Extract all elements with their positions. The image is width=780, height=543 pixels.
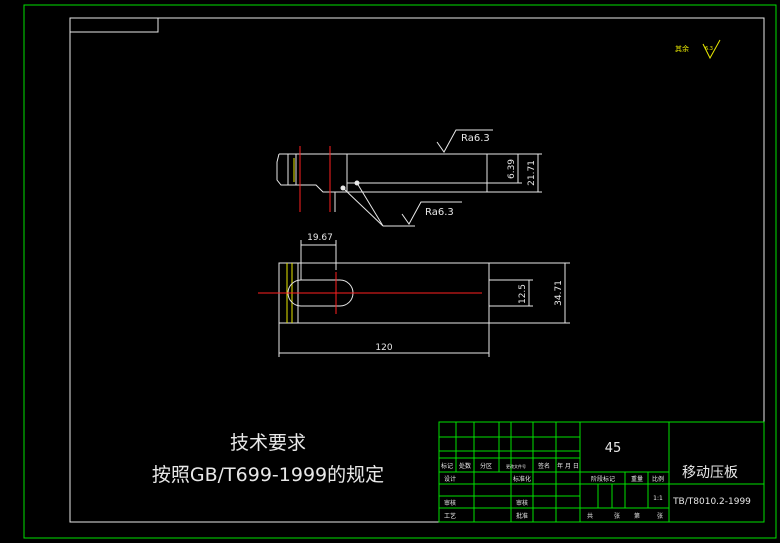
row-label-process: 工艺 [444, 512, 456, 520]
title-part-name: 移动压板 [682, 465, 738, 481]
dim-overall-length: 120 [375, 343, 392, 353]
header-label: 标记 [441, 462, 453, 470]
dim-side-outer-height: 21.71 [527, 160, 537, 186]
header-label: 处数 [459, 462, 471, 470]
section-hatch [346, 153, 488, 193]
header-label: 更改文件号 [506, 463, 526, 469]
corner-roughness-label: 其余 [675, 44, 689, 53]
roughness-symbol-top: Ra6.3 [436, 129, 493, 153]
slot-outline [287, 279, 354, 307]
dim-slot-width: 12.5 [518, 284, 528, 304]
row-label-design: 设计 [444, 475, 456, 483]
tech-requirements-heading: 技术要求 [230, 432, 306, 454]
sheet-label: 共 [587, 512, 593, 520]
inner-drawing-frame [69, 17, 765, 523]
stage-label: 阶段标记 [591, 475, 615, 483]
dim-side-inner-height: 6.39 [507, 159, 517, 179]
title-block: 45 移动压板 TB/T8010.2-1999 1:1 标记 处数 分区 更改文… [438, 421, 765, 523]
roughness-top-label: Ra6.3 [461, 133, 490, 144]
title-scale: 1:1 [653, 495, 663, 502]
stage-label: 比例 [652, 475, 664, 483]
mid-label-standard: 标准化 [513, 475, 531, 483]
sheet-label: 张 [614, 512, 620, 520]
general-roughness-symbol: 其余 6.3 [675, 39, 721, 60]
header-label: 年 月 日 [557, 462, 579, 470]
header-label: 签名 [538, 462, 550, 470]
dim-hole-offset: 19.67 [307, 233, 333, 243]
mid-label-approve: 批准 [516, 512, 528, 520]
outer-sheet-border [23, 4, 777, 539]
title-drawing-number: TB/T8010.2-1999 [672, 497, 751, 507]
sheet-label: 第 [634, 512, 640, 520]
tech-requirements-body: 按照GB/T699-1999的规定 [152, 464, 384, 486]
roughness-bottom-label: Ra6.3 [425, 207, 454, 218]
header-label: 分区 [480, 462, 492, 470]
roughness-symbol-bottom: Ra6.3 [340, 180, 462, 227]
side-section-view: 6.39 21.71 Ra6.3 Ra6.3 [276, 129, 542, 227]
top-left-stamp-box [69, 17, 159, 33]
row-label-review: 审核 [444, 499, 456, 507]
corner-roughness-value: 6.3 [705, 46, 713, 52]
stage-label: 重量 [631, 475, 643, 483]
plan-view: 19.67 12.5 34.71 120 [258, 233, 570, 357]
title-material: 45 [605, 441, 622, 456]
mid-label-check: 审核 [516, 499, 528, 507]
sheet-label: 张 [657, 512, 663, 520]
dim-plate-width: 34.71 [554, 280, 564, 306]
